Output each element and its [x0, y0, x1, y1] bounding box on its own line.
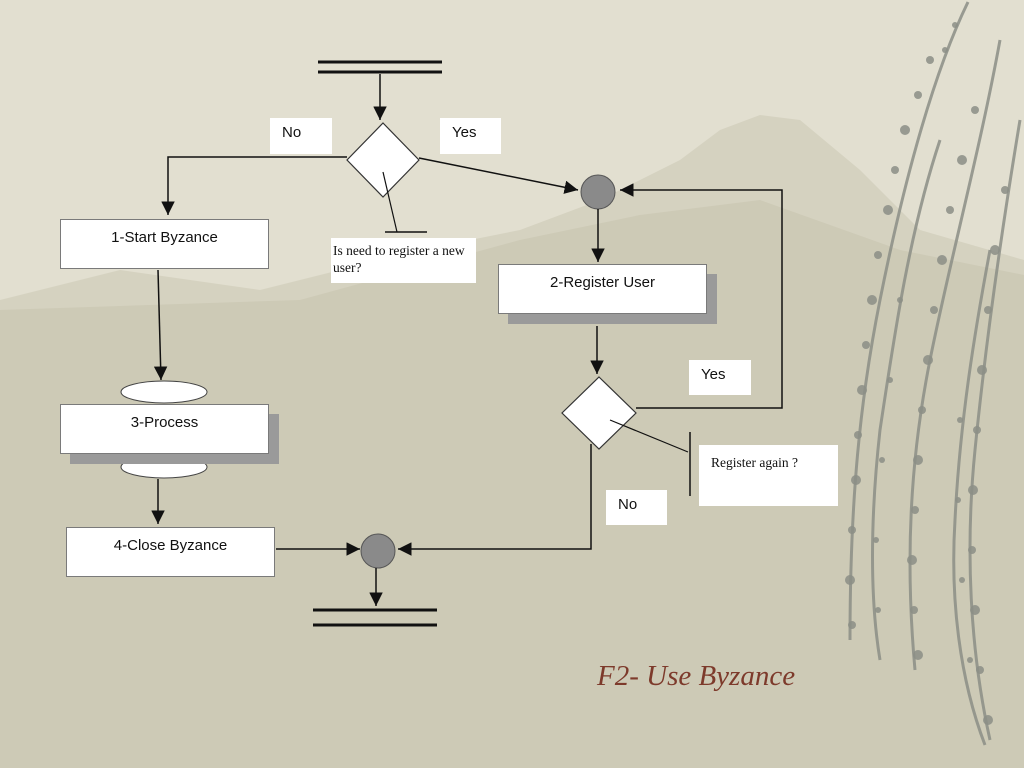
note-need-register: Is need to register a new user? [331, 238, 476, 283]
decision-need-register [346, 122, 420, 198]
slide-caption: F2- Use Byzance [597, 660, 796, 692]
decision-register-again [561, 376, 637, 450]
node-process: 3-Process [60, 404, 269, 454]
guard-no-bottom-text: No [618, 496, 638, 513]
guard-no-bottom: No [606, 490, 667, 525]
node-register-user-label: 2-Register User [549, 274, 656, 291]
guard-yes-loop: Yes [689, 360, 751, 395]
merge-node-top [580, 174, 616, 210]
process-fork-bottom [120, 455, 208, 479]
guard-yes-top-text: Yes [452, 124, 477, 141]
end-bar [313, 608, 437, 627]
merge-node-bottom [360, 533, 396, 569]
node-register-user: 2-Register User [498, 264, 707, 314]
node-close-byzance: 4-Close Byzance [66, 527, 275, 577]
node-process-label: 3-Process [130, 414, 199, 431]
guard-yes-top: Yes [440, 118, 501, 154]
note-register-again: Register again ? [699, 445, 838, 506]
node-start-byzance: 1-Start Byzance [60, 219, 269, 269]
process-fork-top [120, 380, 208, 404]
start-bar [318, 60, 442, 74]
guard-no-top: No [270, 118, 332, 154]
note-need-register-text: Is need to register a new user? [333, 243, 465, 275]
node-start-byzance-label: 1-Start Byzance [111, 229, 218, 246]
guard-no-top-text: No [282, 124, 302, 141]
node-close-byzance-label: 4-Close Byzance [113, 537, 228, 554]
note-register-again-text: Register again ? [711, 455, 798, 470]
guard-yes-loop-text: Yes [701, 366, 726, 383]
